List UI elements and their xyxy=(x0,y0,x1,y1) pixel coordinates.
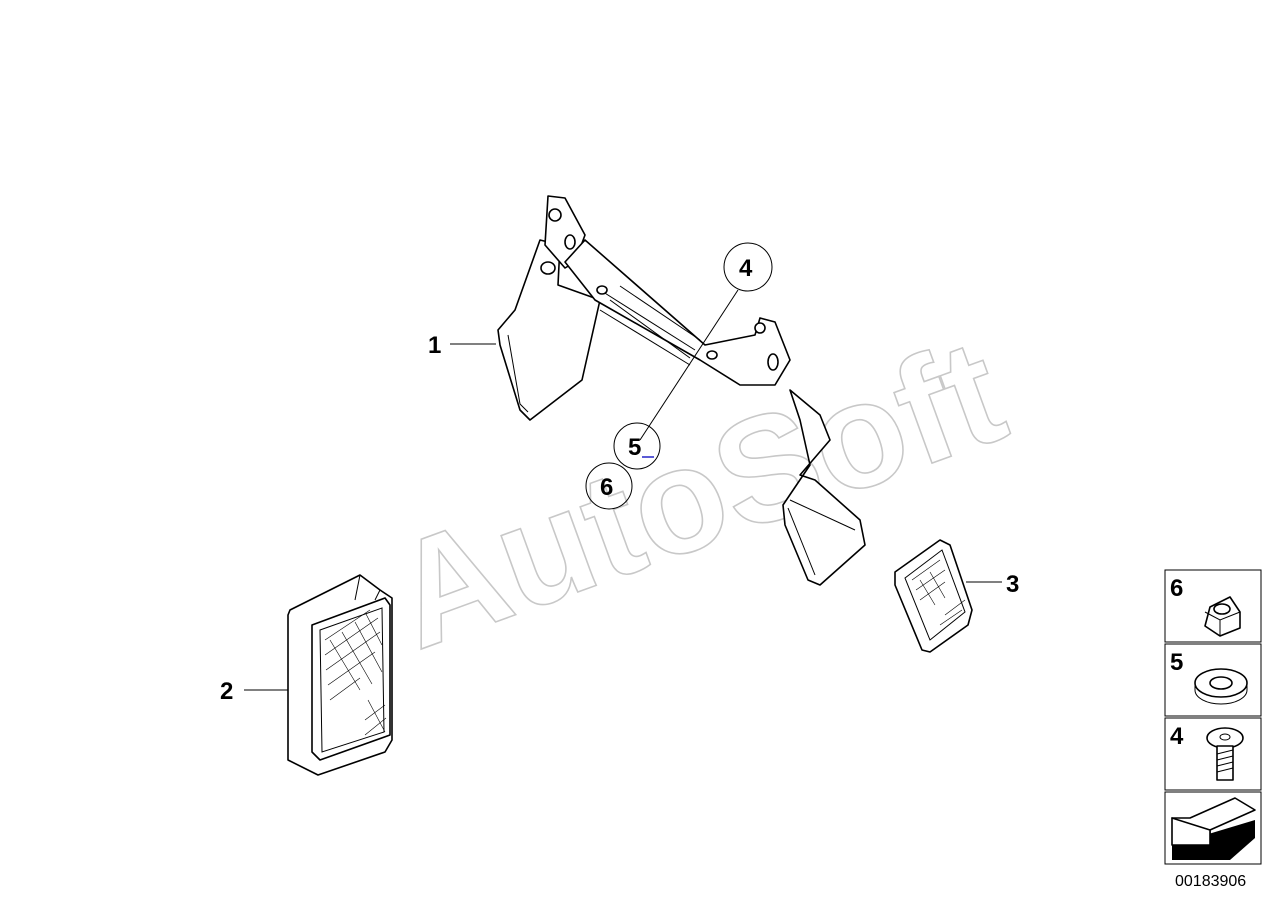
legend-panel: 6 5 4 xyxy=(1164,569,1262,865)
torx-screw-icon xyxy=(1206,727,1244,781)
legend-row-4[interactable]: 4 xyxy=(1164,717,1262,791)
callout-5-label: 5 xyxy=(628,434,641,461)
arrow-icon xyxy=(1171,797,1256,860)
reflector-right-part[interactable] xyxy=(894,539,973,653)
diagram-id: 00183906 xyxy=(1175,873,1246,890)
bracket-part[interactable] xyxy=(497,195,866,586)
callout-6[interactable]: 6 xyxy=(585,462,633,510)
callout-4-label: 4 xyxy=(739,255,753,282)
callout-3-label: 3 xyxy=(1006,571,1019,598)
legend-row-arrow[interactable] xyxy=(1164,791,1262,865)
callout-1-label: 1 xyxy=(428,332,441,359)
legend-5-number: 5 xyxy=(1170,649,1183,676)
hex-nut-icon xyxy=(1204,596,1241,637)
reflector-left-part[interactable] xyxy=(287,574,393,776)
callout-4[interactable]: 4 xyxy=(639,242,773,441)
legend-row-6[interactable]: 6 xyxy=(1164,569,1262,643)
callout-6-label: 6 xyxy=(600,474,613,501)
callout-5[interactable]: 5 xyxy=(613,422,661,470)
callout-2[interactable]: 2 xyxy=(220,678,288,705)
legend-6-number: 6 xyxy=(1170,575,1183,602)
callout-3[interactable]: 3 xyxy=(966,571,1019,598)
reflector-small-hatch xyxy=(911,559,966,626)
reflector-hatch xyxy=(324,609,387,736)
legend-4-number: 4 xyxy=(1170,723,1184,750)
callout-1[interactable]: 1 xyxy=(428,332,496,359)
washer-icon xyxy=(1194,668,1248,705)
legend-row-5[interactable]: 5 xyxy=(1164,643,1262,717)
callout-2-label: 2 xyxy=(220,678,233,705)
